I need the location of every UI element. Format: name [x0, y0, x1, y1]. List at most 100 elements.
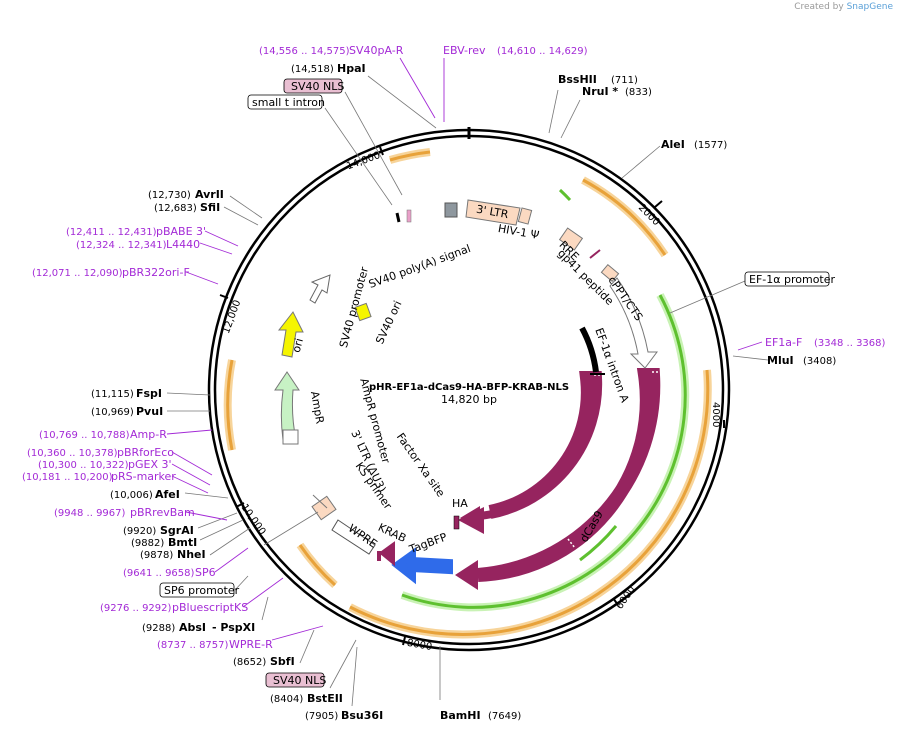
enzyme-bsteii-pos: (8404) [270, 694, 303, 705]
enzyme-bsshii-name: BssHII [558, 73, 597, 86]
connector-sp6-lower [263, 511, 319, 546]
wpre-box [331, 519, 376, 555]
primer-ebv-rev-range: (14,610 .. 14,629) [497, 46, 588, 57]
plasmid-name: pHR-EF1a-dCas9-HA-BFP-KRAB-NLS [369, 382, 569, 393]
primer-labels: (14,556 .. 14,575) SV40pA-R EBV-rev (14,… [22, 44, 886, 651]
connector-wpre-r [271, 625, 324, 641]
feat-krab: KRAB [376, 521, 408, 545]
enzyme-nhei-pos: (9878) [140, 550, 173, 561]
connector-pbrforeco [171, 451, 213, 476]
primer-prs-marker-name: pRS-marker [111, 470, 176, 483]
primer-amp-r-range: (10,769 .. 10,788) [39, 430, 130, 441]
enzyme-sbfi-name: SbfI [270, 655, 295, 668]
ef1a-promoter-box [744, 271, 830, 287]
primer-pbrrevbam-name: pBRrevBam [130, 506, 195, 519]
connector-prs-marker [171, 475, 209, 494]
primer-prs-marker-range: (10,181 .. 10,200) [22, 472, 113, 483]
enzyme-sfii-name: SfiI [200, 201, 220, 214]
feat-ltr3: 3' LTR [475, 203, 510, 222]
connector-sp6-promoter [234, 575, 249, 591]
cas9-arrow-head [458, 507, 484, 534]
enzyme-sfii-pos: (12,683) [154, 203, 197, 214]
enzyme-bsshii-pos: (711) [611, 75, 638, 86]
tagbfp-arrow [391, 547, 453, 585]
enzyme-fspi-name: FspI [136, 387, 162, 400]
enzyme-nrui-name: NruI * [582, 85, 618, 98]
cas9-arrow-body [488, 371, 603, 519]
gp41-mark [589, 249, 601, 259]
enzyme-afei-name: AfeI [155, 488, 180, 501]
primer-wpre-r-name: WPRE-R [229, 638, 273, 651]
primer-pbr322ori-f-range: (12,071 .. 12,090) [32, 268, 123, 279]
orf-arc-green-3 [579, 525, 618, 562]
connector-avrii [229, 195, 263, 219]
enzyme-bamhi-pos: (7649) [488, 711, 521, 722]
small-t-mark [406, 209, 412, 223]
ltr3-box [465, 199, 521, 226]
enzyme-bsu36i-pos: (7905) [305, 711, 338, 722]
feat-cas9: Cas9 [568, 477, 594, 507]
ef1a-promoter-label: EF-1α promoter [749, 273, 836, 286]
enzyme-hpai-name: HpaI [337, 62, 366, 75]
tick-4000: 4000 [710, 402, 721, 427]
orf-arc-top-line [389, 150, 431, 162]
feat-ampr: AmpR [308, 390, 327, 425]
enzyme-mlui-pos: (3408) [803, 356, 836, 367]
enzyme-alei-name: AleI [661, 138, 685, 151]
primer-ebv-rev-name: EBV-rev [443, 44, 486, 57]
enzyme-hpai-pos: (14,518) [291, 64, 334, 75]
dcas9-arrow-body [477, 368, 661, 582]
ks-primer-mark [312, 494, 328, 509]
ef1a-promoter-arrow [609, 277, 658, 369]
enzyme-pspxi-name: - PspXI [212, 621, 255, 634]
cppt-box [600, 263, 620, 283]
ltr3-side-box [517, 207, 533, 225]
connector-amp-r [166, 429, 213, 435]
sv40-nls-bottom-box [265, 672, 325, 688]
cds-arrows [455, 368, 661, 590]
feat-hiv1-psi: HIV-1 Ψ [497, 222, 540, 242]
feat-sv40-ori: SV40 ori [373, 299, 404, 346]
enzyme-sgrai-name: SgrAI [160, 524, 194, 537]
primer-wpre-r-range: (8737 .. 8757) [157, 640, 229, 651]
enzyme-labels: BssHII (711) NruI * (833) AleI (1577) Ml… [91, 62, 836, 722]
primer-pgex3-name: pGEX 3' [128, 458, 172, 471]
tick-8000: 8000 [406, 638, 433, 653]
primer-ef1a-f-range: (3348 .. 3368) [814, 338, 886, 349]
feat-ha: HA [452, 497, 468, 510]
connector-pgex3 [171, 463, 211, 486]
connector-l4440 [199, 242, 233, 255]
sv40-polya-mark [395, 212, 401, 223]
tick-2000-mark [654, 200, 663, 208]
connector-hpai [367, 75, 437, 129]
ef1a-intron-bar [579, 326, 599, 373]
rre-box [558, 227, 584, 251]
tick-14000-mark [379, 146, 384, 156]
sv40-promoter-arrow [309, 274, 331, 304]
enzyme-absi-pos: (9288) [142, 623, 175, 634]
enzyme-nrui-pos: (833) [625, 87, 652, 98]
primer-ef1a-f-name: EF1a-F [765, 336, 802, 349]
plasmid-length: 14,820 bp [441, 393, 497, 406]
connector-fspi [166, 392, 211, 396]
connector-nrui [560, 99, 581, 139]
dcas9-dash-mid [567, 538, 576, 549]
feat-sv40-polya: SV40 poly(A) signal [367, 242, 472, 291]
primer-pbluescriptks-name: pBluescriptKS [172, 601, 248, 614]
connector-absi [261, 596, 269, 621]
ampr-arrow [274, 371, 300, 441]
connector-sfii [223, 206, 259, 226]
tick-6000: 6000 [614, 584, 638, 611]
connector-ef1a-promoter [669, 280, 746, 314]
enzyme-fspi-pos: (11,115) [91, 389, 134, 400]
feat-factor-xa: Factor Xa site [394, 431, 448, 500]
sv40-ori-box [354, 302, 372, 322]
dcas9-arrow-head [455, 560, 478, 590]
ampr-promoter-box [282, 429, 299, 445]
sv40-nls-feature [377, 551, 381, 561]
primer-pbrforeco-range: (10,360 .. 10,378) [27, 448, 118, 459]
enzyme-alei-pos: (1577) [694, 140, 727, 151]
connector-sv40pa-r [399, 57, 436, 119]
grey-feature-box [444, 202, 458, 218]
